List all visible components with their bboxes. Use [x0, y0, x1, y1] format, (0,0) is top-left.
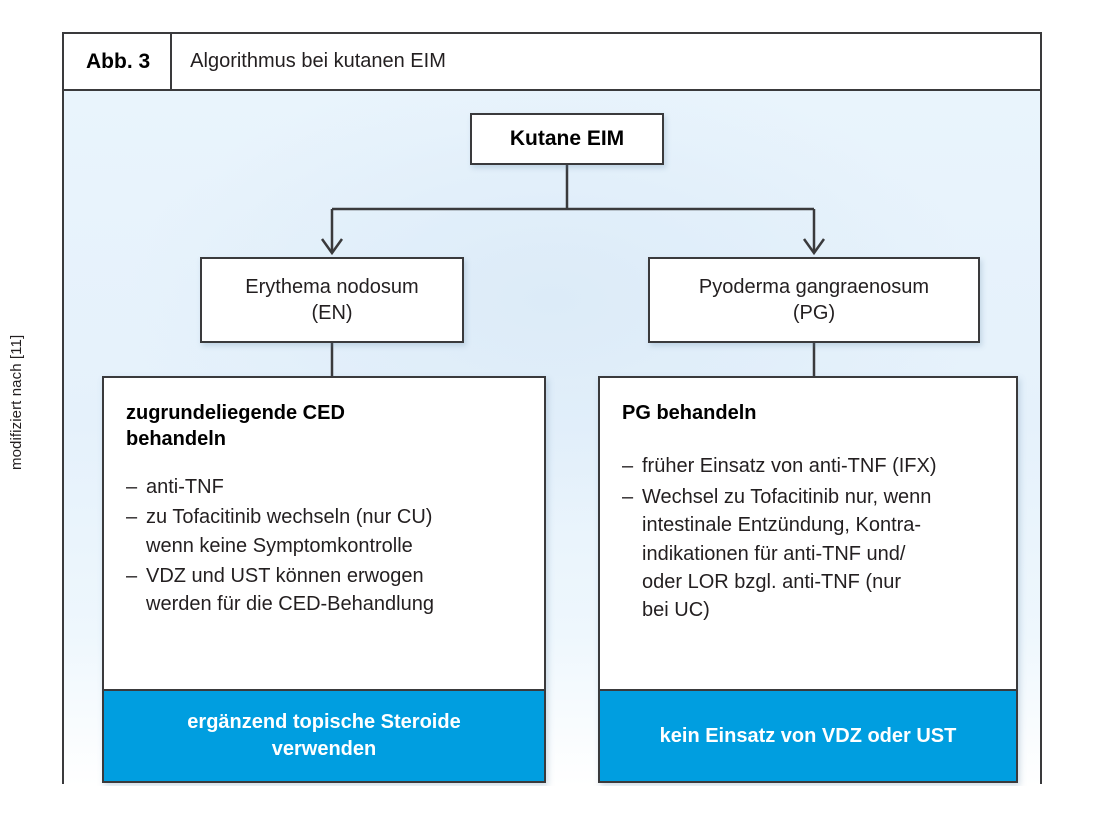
panel-en-accent-note: ergänzend topische Steroide verwenden — [104, 689, 544, 781]
panel-pg-heading: PG behandeln — [622, 402, 757, 424]
list-item: Wechsel zu Tofacitinib nur, wenn intesti… — [622, 483, 996, 625]
node-branch-en-abbrev: (EN) — [311, 302, 353, 324]
node-branch-en-title: Erythema nodosum — [245, 276, 419, 298]
figure-header: Abb. 3 Algorithmus bei kutanen EIM — [64, 34, 1040, 91]
panel-pg-accent-note: kein Einsatz von VDZ oder UST — [600, 689, 1016, 781]
node-branch-pg-title: Pyoderma gangraenosum — [698, 276, 930, 298]
panel-en-bullet-list: anti-TNF zu Tofacitinib wechseln (nur CU… — [126, 473, 524, 619]
panel-en-body: zugrundeliegende CED behandeln anti-TNF … — [104, 378, 544, 689]
node-branch-en: Erythema nodosum (EN) — [200, 257, 464, 343]
node-branch-pg: Pyoderma gangraenosum (PG) — [648, 257, 980, 343]
panel-pg-body: PG behandeln früher Einsatz von anti-TNF… — [600, 378, 1016, 689]
node-branch-pg-abbrev: (PG) — [792, 302, 836, 324]
list-item: anti-TNF — [126, 473, 524, 502]
panel-pg: PG behandeln früher Einsatz von anti-TNF… — [598, 376, 1018, 783]
figure-number: Abb. 3 — [64, 34, 173, 89]
panel-pg-bullet-list: früher Einsatz von anti-TNF (IFX) Wechse… — [622, 452, 996, 624]
figure-title: Algorithmus bei kutanen EIM — [190, 50, 446, 72]
source-credit: modifiziert nach [11] — [8, 334, 25, 470]
panel-en-heading: zugrundeliegende CED behandeln — [126, 402, 345, 451]
list-item: zu Tofacitinib wechseln (nur CU) wenn ke… — [126, 503, 524, 560]
list-item: früher Einsatz von anti-TNF (IFX) — [622, 452, 996, 481]
panel-en: zugrundeliegende CED behandeln anti-TNF … — [102, 376, 546, 783]
node-root: Kutane EIM — [470, 113, 664, 165]
figure-frame: Abb. 3 Algorithmus bei kutanen EIM — [62, 32, 1042, 786]
flowchart-canvas: Kutane EIM Erythema nodosum (EN) Pyoderm… — [64, 91, 1040, 786]
list-item: VDZ und UST können erwogen werden für di… — [126, 562, 524, 619]
node-root-label: Kutane EIM — [509, 127, 625, 150]
